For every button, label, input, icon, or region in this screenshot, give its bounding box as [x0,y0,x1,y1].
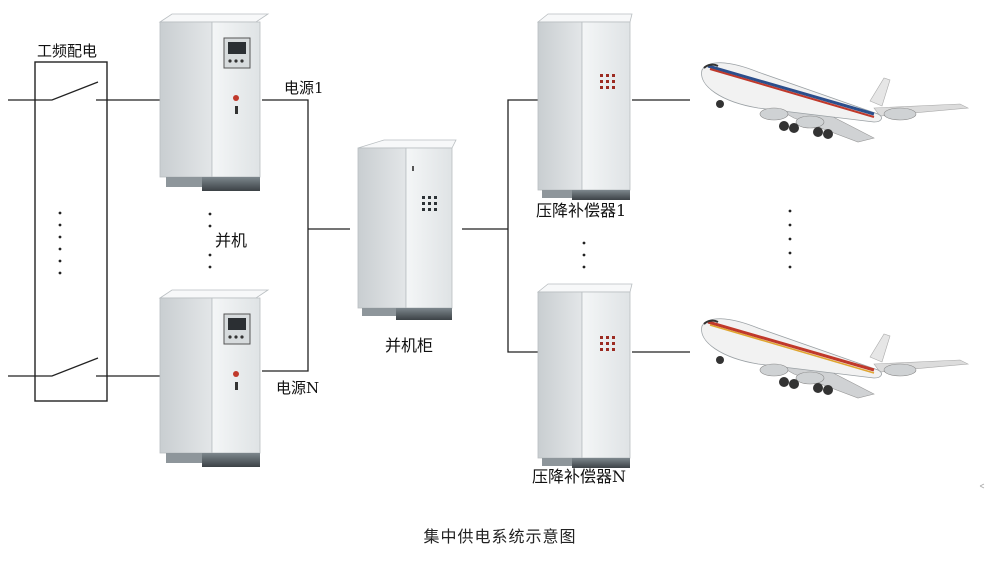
mains-panel-frame [34,61,108,402]
source-n-label: 电源N [276,379,319,397]
compensator-cabinet-n [536,283,633,468]
parallel-cabinet [357,139,457,320]
compensator-n-label: 压降补偿器N [532,467,626,486]
aircraft-ellipsis [788,209,792,269]
output-bus-wires [462,99,540,353]
mains-panel-label: 工频配电 [37,42,97,60]
parallel-label: 并机 [215,231,247,250]
diagram-caption: 集中供电系统示意图 [423,527,576,546]
upper-switch-wire-in [8,81,99,101]
aircraft-n [701,318,970,399]
power-supply-ellipsis [208,212,212,269]
lower-switch-wire-in [8,357,99,377]
mains-distribution-panel: 工频配电 [8,42,160,402]
parallel-cabinet-label: 并机柜 [385,336,433,355]
compensator-cabinet-1 [536,13,633,200]
power-supply-cabinet-1 [158,13,270,191]
compensator-ellipsis [582,241,586,269]
aircraft-1 [701,62,970,143]
mains-panel-ellipsis [58,211,62,275]
source-1-label: 电源1 [284,79,324,97]
source-bus-wires [262,99,350,372]
paragraph-mark-icon [979,483,985,489]
compensator-1-label: 压降补偿器1 [536,201,626,220]
power-supply-cabinet-n [158,289,270,467]
